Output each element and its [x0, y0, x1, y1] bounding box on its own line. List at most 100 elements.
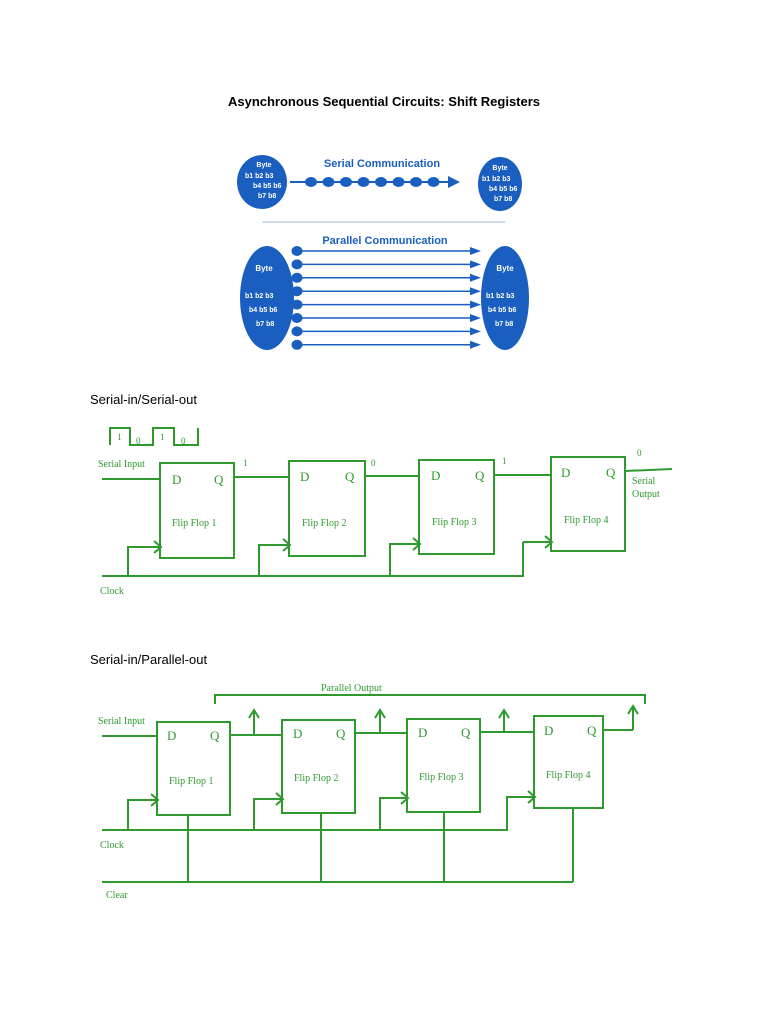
siso-ff4-q: Q [606, 465, 616, 480]
serial-bit-bead [322, 177, 335, 187]
parallel-left-bits-row1: b1 b2 b3 [245, 293, 274, 300]
parallel-arrow-icon [470, 300, 481, 309]
wave-bit-4: 0 [181, 436, 186, 446]
parallel-arrow-icon [470, 247, 481, 255]
serial-bit-bead [427, 177, 440, 187]
parallel-bit-bead [291, 326, 303, 337]
sipo-clk-triangle-2 [275, 792, 285, 806]
parallel-left-bits-row3: b7 b8 [256, 321, 274, 328]
serial-byte-left-label: Byte [256, 162, 271, 169]
page-title: Asynchronous Sequential Circuits: Shift … [227, 94, 541, 109]
siso-clock-to-ff1 [127, 546, 160, 576]
wave-bit-2: 0 [136, 436, 141, 446]
sipo-ff4-q: Q [587, 723, 597, 738]
siso-clk-triangle-2 [282, 538, 292, 552]
serial-byte-left [237, 155, 287, 209]
sipo-heading: Serial-in/Parallel-out [90, 652, 208, 667]
parallel-arrow-icon [470, 260, 481, 269]
parallel-right-bits-row2: b4 b5 b6 [488, 307, 517, 314]
sipo-flipflop-1 [156, 721, 231, 816]
parallel-right-bits-row3: b7 b8 [495, 321, 513, 328]
sipo-clock-bus [102, 796, 534, 831]
serial-arrow-icon [448, 176, 460, 188]
parallel-bit-bead [291, 246, 303, 256]
serial-bit-bead [392, 177, 405, 187]
siso-q4-value: 0 [637, 448, 642, 458]
output-arrow-icon [627, 704, 639, 715]
parallel-byte-right-label: Byte [496, 264, 514, 273]
siso-ff1-label: Flip Flop 1 [172, 518, 216, 529]
output-arrow-icon [374, 708, 386, 719]
sipo-ff2-d: D [293, 726, 302, 741]
parallel-arrow-icon [470, 314, 481, 322]
siso-clock-to-ff2 [258, 544, 289, 576]
parallel-output-label: Parallel Output [321, 683, 382, 694]
serial-bit-bead [410, 177, 422, 187]
parallel-right-bits-row1: b1 b2 b3 [486, 293, 515, 300]
siso-ff3-d: D [431, 468, 440, 483]
serial-bits [305, 177, 440, 187]
serial-bit-bead [375, 177, 387, 187]
siso-ff4-d: D [561, 465, 570, 480]
sipo-ff3-q: Q [461, 725, 471, 740]
siso-ff1-d: D [172, 472, 181, 487]
sipo-ff2-q: Q [336, 726, 346, 741]
siso-flipflop-3 [418, 459, 495, 555]
serial-byte-right [478, 157, 522, 211]
sipo-ff3-label: Flip Flop 3 [419, 772, 463, 783]
parallel-arrow-icon [470, 273, 481, 282]
parallel-left-bits-row2: b4 b5 b6 [249, 307, 278, 314]
wave-bit-1: 1 [117, 432, 122, 442]
sipo-diagram: Parallel Output Serial Input Clock Clear [98, 683, 646, 901]
siso-flipflop-4 [550, 456, 626, 552]
sipo-clk-triangle-1 [150, 793, 160, 807]
siso-ff4-label: Flip Flop 4 [564, 515, 608, 526]
serial-right-bits-row2: b4 b5 b6 [489, 186, 518, 193]
siso-q1-value: 1 [243, 458, 248, 468]
siso-ff2-d: D [300, 469, 309, 484]
serial-right-bits-row1: b1 b2 b3 [482, 176, 511, 183]
sipo-ff2-label: Flip Flop 2 [294, 773, 338, 784]
serial-right-bits-row3: b7 b8 [494, 196, 512, 203]
parallel-byte-left [240, 246, 294, 350]
siso-output-label-1: Serial [632, 476, 656, 487]
serial-left-bits-row3: b7 b8 [258, 193, 276, 200]
serial-bit-bead [305, 177, 317, 187]
siso-clock-bus [102, 542, 524, 577]
sipo-clock-to-ff3 [379, 797, 407, 830]
serial-bit-bead [357, 177, 370, 187]
sipo-clk-triangle-4 [527, 790, 537, 804]
serial-left-bits-row1: b1 b2 b3 [245, 173, 274, 180]
parallel-arrow-icon [470, 340, 481, 349]
siso-ff1-q: Q [214, 472, 224, 487]
output-arrow-icon [248, 708, 260, 719]
serial-bit-bead [340, 177, 352, 187]
parallel-arrow-icon [470, 287, 481, 296]
siso-clk-triangle-1 [153, 540, 163, 554]
parallel-lines [291, 246, 481, 350]
siso-flipflop-1 [159, 462, 235, 559]
sipo-flipflop-3 [406, 718, 481, 813]
sipo-ff4-label: Flip Flop 4 [546, 770, 590, 781]
sipo-clock-to-ff1 [127, 799, 157, 830]
sipo-ff3-d: D [418, 725, 427, 740]
communication-figure: Serial Communication Byte b1 b2 b3 b4 b5… [237, 155, 529, 350]
parallel-byte-right [481, 246, 529, 350]
clock-waveform [109, 427, 199, 446]
siso-ff2-label: Flip Flop 2 [302, 518, 346, 529]
siso-flipflop-2 [288, 460, 366, 557]
siso-ff3-q: Q [475, 468, 485, 483]
siso-heading: Serial-in/Serial-out [90, 392, 197, 407]
parallel-bit-bead [291, 299, 303, 310]
serial-comm-title: Serial Communication [324, 158, 440, 170]
output-arrow-icon [498, 708, 510, 719]
sipo-ff1-d: D [167, 728, 176, 743]
parallel-arrow-icon [470, 327, 481, 336]
siso-clock-label: Clock [100, 586, 124, 597]
siso-output-wire [624, 468, 673, 472]
parallel-bit-bead [291, 313, 303, 323]
siso-ff3-label: Flip Flop 3 [432, 517, 476, 528]
parallel-bit-bead [291, 272, 303, 283]
parallel-comm-title: Parallel Communication [322, 235, 448, 247]
